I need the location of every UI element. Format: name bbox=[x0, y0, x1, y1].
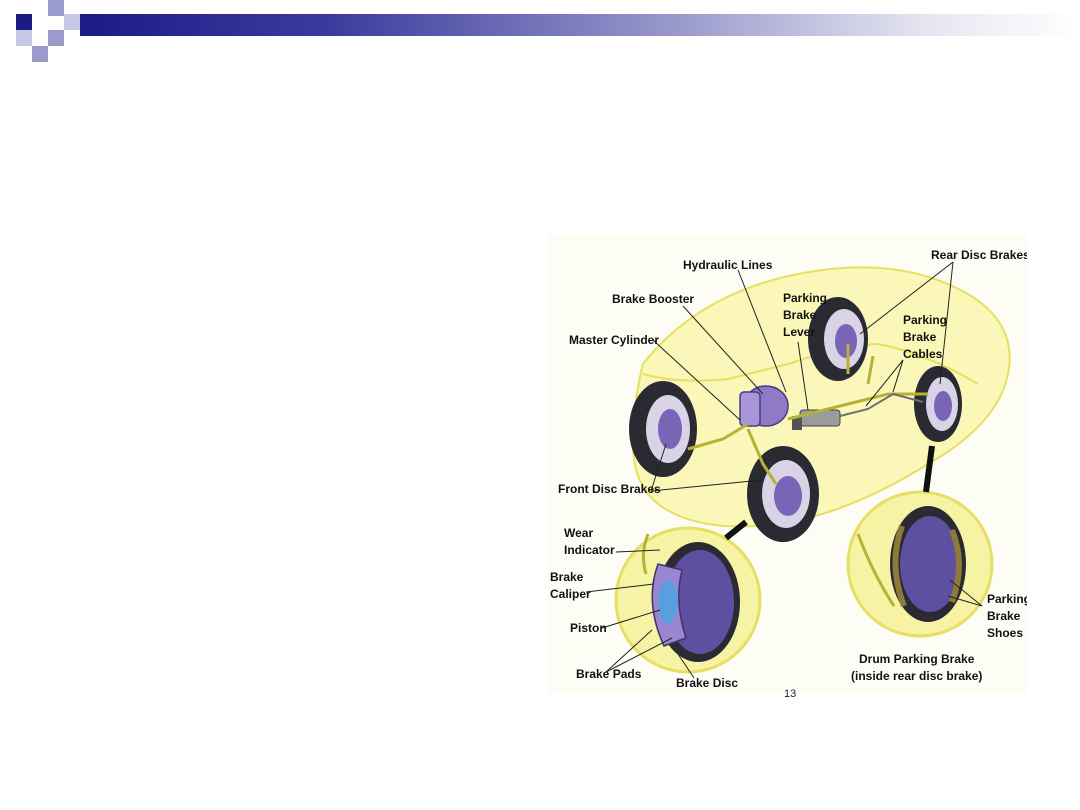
label-parking-brake-shoes-1: Parking bbox=[987, 592, 1027, 606]
deco-square bbox=[32, 46, 48, 62]
page-number: 13 bbox=[784, 688, 797, 700]
rear-detail-connector bbox=[923, 445, 935, 493]
rear-right-wheel bbox=[914, 366, 962, 442]
label-brake-caliper-2: Caliper bbox=[550, 587, 591, 601]
front-left-wheel bbox=[629, 381, 697, 477]
car-body bbox=[631, 266, 1011, 528]
label-parking-brake-shoes-3: Shoes bbox=[987, 626, 1023, 640]
label-drum-parking-brake-1: Drum Parking Brake bbox=[859, 652, 975, 666]
deco-square bbox=[32, 14, 48, 30]
label-rear-disc-brakes: Rear Disc Brakes bbox=[931, 248, 1027, 262]
rear-left-wheel bbox=[808, 297, 868, 381]
deco-square bbox=[48, 30, 64, 46]
rear-drum-detail bbox=[846, 490, 994, 638]
label-hydraulic-lines: Hydraulic Lines bbox=[683, 258, 773, 272]
label-parking-brake-cables-3: Cables bbox=[903, 347, 943, 361]
front-brake-detail bbox=[614, 526, 762, 674]
label-parking-brake-lever-2: Brake bbox=[783, 308, 817, 322]
brake-booster-assembly bbox=[739, 385, 789, 427]
deco-square bbox=[48, 0, 64, 16]
label-brake-disc: Brake Disc bbox=[676, 676, 738, 690]
label-parking-brake-cables-1: Parking bbox=[903, 313, 947, 327]
label-brake-booster: Brake Booster bbox=[612, 292, 694, 306]
parking-brake-cables bbox=[839, 392, 924, 417]
leader-lines bbox=[585, 261, 983, 679]
label-parking-brake-lever-3: Lever bbox=[783, 325, 815, 339]
label-wear-indicator-2: Indicator bbox=[564, 543, 615, 557]
label-master-cylinder: Master Cylinder bbox=[569, 333, 659, 347]
label-brake-pads: Brake Pads bbox=[576, 667, 642, 681]
label-parking-brake-cables-2: Brake bbox=[903, 330, 937, 344]
label-drum-parking-brake-2: (inside rear disc brake) bbox=[851, 669, 982, 683]
brake-system-diagram: Hydraulic Lines Rear Disc Brakes Brake B… bbox=[548, 234, 1027, 694]
deco-square bbox=[64, 14, 80, 30]
hydraulic-lines bbox=[687, 344, 928, 485]
title-bar bbox=[80, 14, 1080, 36]
label-parking-brake-lever-1: Parking bbox=[783, 291, 827, 305]
corner-decoration bbox=[0, 0, 80, 70]
label-front-disc-brakes: Front Disc Brakes bbox=[558, 482, 661, 496]
front-detail-connector bbox=[724, 519, 748, 541]
label-wear-indicator-1: Wear bbox=[564, 526, 593, 540]
deco-square bbox=[16, 14, 32, 30]
label-brake-caliper-1: Brake bbox=[550, 570, 584, 584]
front-right-wheel bbox=[747, 446, 819, 542]
label-parking-brake-shoes-2: Brake bbox=[987, 609, 1021, 623]
deco-square bbox=[16, 30, 32, 46]
label-piston: Piston bbox=[570, 621, 607, 635]
